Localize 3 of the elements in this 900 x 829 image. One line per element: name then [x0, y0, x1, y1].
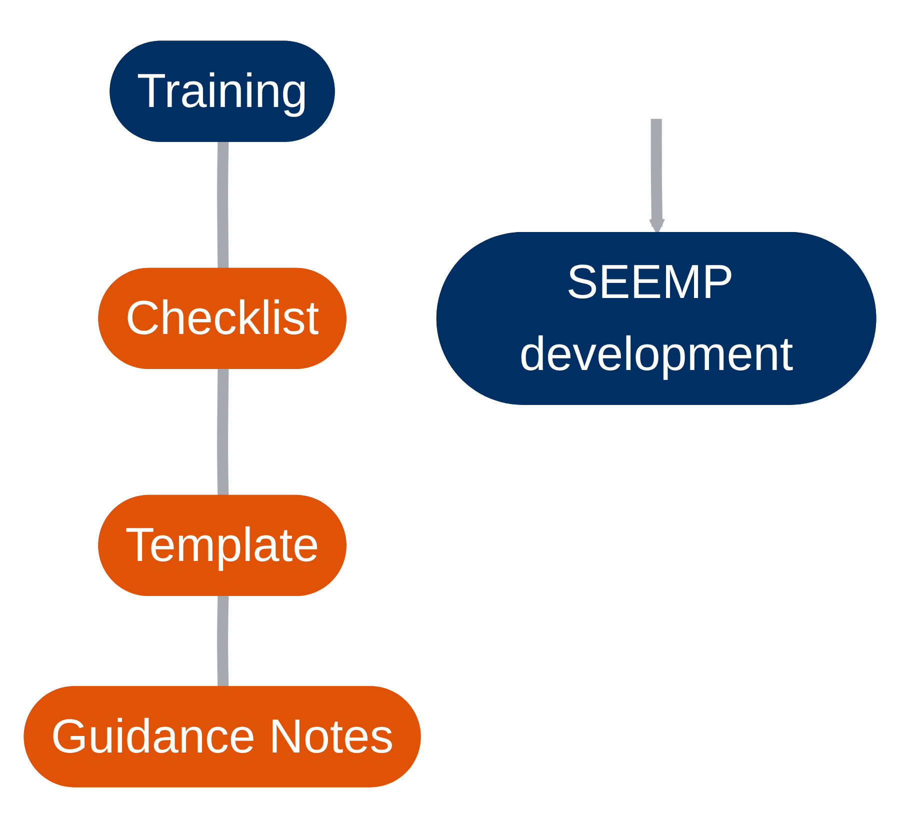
connector [217, 369, 229, 498]
connector [217, 142, 229, 270]
connector [217, 596, 229, 689]
